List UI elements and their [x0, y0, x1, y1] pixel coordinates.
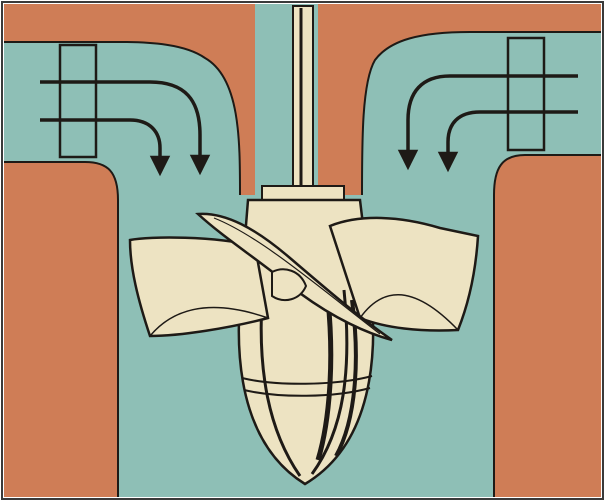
turbine-shaft [293, 6, 313, 192]
shaft-collar [262, 186, 344, 200]
casing-right-wall [494, 155, 601, 497]
casing-left-wall [4, 162, 118, 497]
